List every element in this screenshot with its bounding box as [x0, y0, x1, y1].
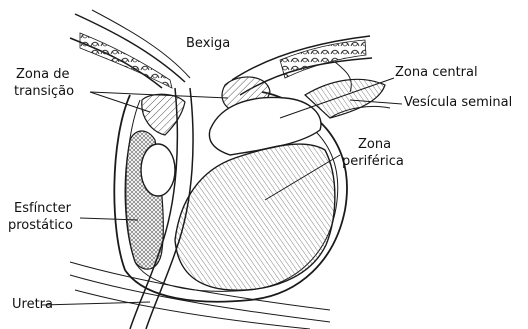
label-peripheral-zone-line2: periférica — [342, 153, 404, 170]
bladder-wall-left — [70, 10, 190, 88]
label-urethra: Uretra — [12, 296, 53, 313]
label-bladder: Bexiga — [186, 35, 230, 52]
label-sphincter-line2: prostático — [8, 217, 73, 234]
label-peripheral-zone: Zona periférica — [342, 136, 404, 170]
label-sphincter-line1: Esfíncter — [8, 200, 73, 217]
label-prostatic-sphincter: Esfíncter prostático — [8, 200, 73, 234]
label-transition-zone-line2: transição — [14, 83, 74, 100]
seminal-vesicle-shape — [305, 79, 390, 118]
label-peripheral-zone-line1: Zona — [342, 136, 404, 153]
label-central-zone: Zona central — [395, 64, 478, 81]
peripheral-zone-region — [175, 144, 335, 290]
label-transition-zone: Zona de transição — [14, 66, 74, 100]
transition-zone-left — [142, 94, 185, 135]
verumontanum-oval — [141, 144, 175, 196]
label-seminal-vesicle: Vesícula seminal — [404, 94, 512, 111]
label-transition-zone-line1: Zona de — [14, 66, 74, 83]
leader-transition-left — [90, 92, 150, 112]
